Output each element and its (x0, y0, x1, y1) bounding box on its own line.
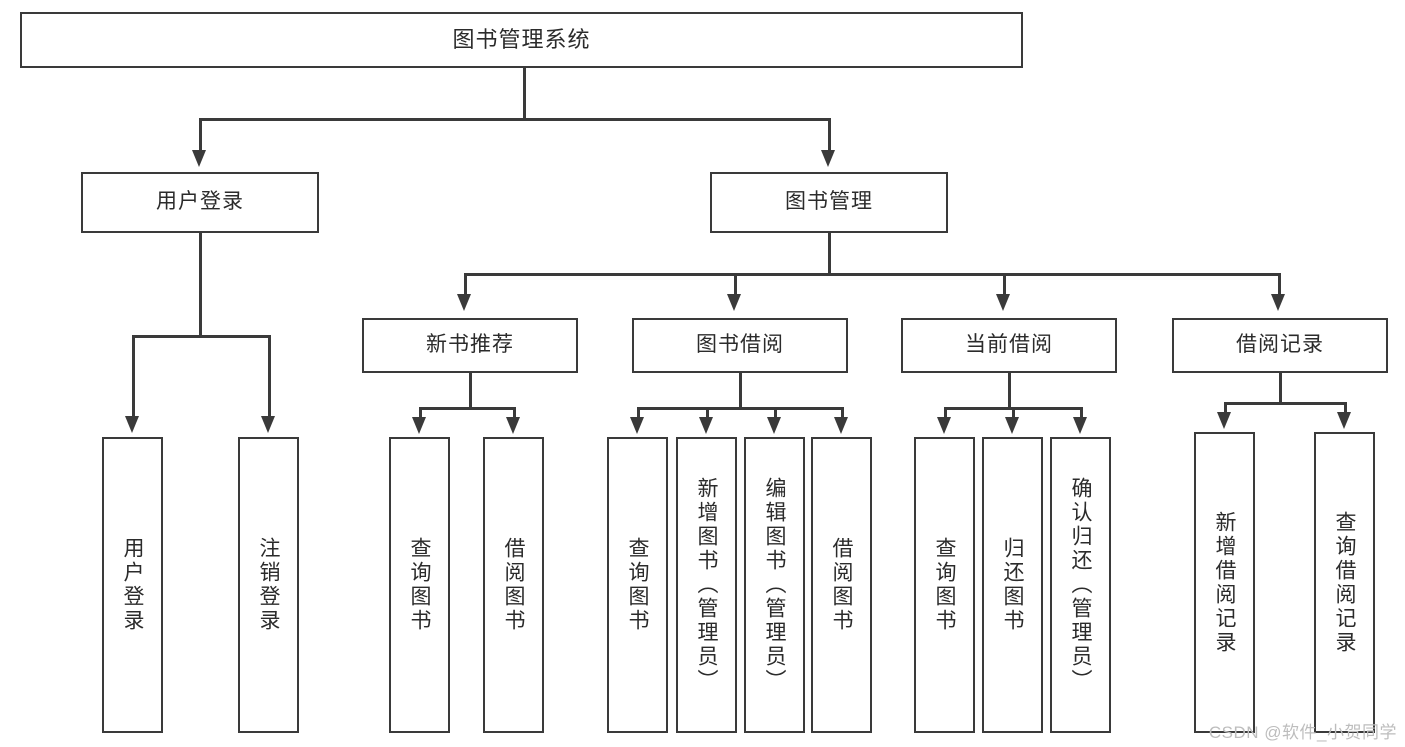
node-label: 编辑图书（管理员） (763, 477, 786, 693)
arrow-book-borrow-to-leaf-3 (767, 417, 781, 434)
node-label: 用户登录 (121, 537, 144, 633)
connector-new-book-to-leaf-1 (419, 407, 422, 421)
arrow-borrow-record-to-leaf-1 (1217, 412, 1231, 429)
node-user-login[interactable]: 用户登录 (81, 172, 319, 233)
leaf-borrow-record-query-record[interactable]: 查询借阅记录 (1314, 432, 1375, 733)
node-label: 图书管理系统 (452, 27, 591, 53)
node-borrow-record[interactable]: 借阅记录 (1172, 318, 1388, 373)
arrow-borrow-record-to-leaf-2 (1337, 412, 1351, 429)
leaf-current-borrow-query-book[interactable]: 查询图书 (914, 437, 975, 733)
connector-book-mgmt-to-current (1003, 273, 1006, 299)
connector-book-mgmt-to-borrow (734, 273, 737, 299)
arrow-root-to-book-mgmt (821, 150, 835, 167)
arrow-book-mgmt-to-current (996, 294, 1010, 311)
node-label: 查询借阅记录 (1333, 510, 1356, 655)
arrow-current-borrow-to-leaf-2 (1005, 417, 1019, 434)
node-label: 图书借阅 (696, 333, 784, 357)
node-label: 新增借阅记录 (1213, 510, 1236, 655)
node-label: 查询图书 (933, 537, 956, 633)
leaf-book-borrow-edit-book[interactable]: 编辑图书（管理员） (744, 437, 805, 733)
connector-book-borrow-to-leaf-1 (637, 407, 640, 421)
node-label: 借阅图书 (502, 537, 525, 633)
node-book-management[interactable]: 图书管理 (710, 172, 948, 233)
connector-current-borrow-stem (1008, 373, 1011, 407)
connector-current-borrow-to-leaf-3 (1080, 407, 1083, 421)
node-label: 借阅记录 (1236, 333, 1324, 357)
connector-current-borrow-to-leaf-2 (1012, 407, 1015, 421)
node-label: 确认归还（管理员） (1069, 477, 1092, 693)
node-new-book-recommend[interactable]: 新书推荐 (362, 318, 578, 373)
connector-user-login-stem (199, 233, 202, 335)
connector-current-borrow-to-leaf-1 (944, 407, 947, 421)
connector-root-to-user-login (199, 118, 202, 156)
node-current-borrow[interactable]: 当前借阅 (901, 318, 1117, 373)
arrow-book-borrow-to-leaf-1 (630, 417, 644, 434)
connector-book-mgmt-to-record (1278, 273, 1281, 299)
arrow-new-book-to-leaf-1 (412, 417, 426, 434)
connector-book-borrow-to-leaf-2 (706, 407, 709, 421)
arrow-user-login-to-leaf-2 (261, 416, 275, 433)
arrow-new-book-to-leaf-2 (506, 417, 520, 434)
arrow-book-mgmt-to-borrow (727, 294, 741, 311)
connector-user-login-bar (132, 335, 268, 338)
connector-new-book-stem (469, 373, 472, 407)
arrow-user-login-to-leaf-1 (125, 416, 139, 433)
leaf-new-book-borrow-book[interactable]: 借阅图书 (483, 437, 544, 733)
node-root-system[interactable]: 图书管理系统 (20, 12, 1023, 68)
leaf-book-borrow-borrow-book[interactable]: 借阅图书 (811, 437, 872, 733)
connector-book-borrow-stem (739, 373, 742, 407)
node-label: 注销登录 (257, 537, 280, 633)
leaf-book-borrow-add-book[interactable]: 新增图书（管理员） (676, 437, 737, 733)
connector-book-borrow-to-leaf-4 (841, 407, 844, 421)
connector-book-mgmt-bar (464, 273, 1280, 276)
connector-user-login-to-leaf-1 (132, 335, 135, 420)
connector-new-book-to-leaf-2 (513, 407, 516, 421)
connector-book-mgmt-stem (828, 233, 831, 273)
connector-book-mgmt-to-new-book (464, 273, 467, 299)
leaf-book-borrow-query-book[interactable]: 查询图书 (607, 437, 668, 733)
node-label: 新增图书（管理员） (695, 477, 718, 693)
connector-new-book-bar (419, 407, 516, 410)
connector-book-borrow-bar (637, 407, 844, 410)
node-label: 当前借阅 (965, 333, 1053, 357)
connector-root-to-book-mgmt (828, 118, 831, 156)
node-label: 查询图书 (408, 537, 431, 633)
connector-borrow-record-to-leaf-2 (1344, 402, 1347, 416)
connector-root-stem (523, 68, 526, 118)
connector-user-login-to-leaf-2 (268, 335, 271, 420)
connector-root-bar (199, 118, 831, 121)
arrow-root-to-user-login (192, 150, 206, 167)
arrow-book-mgmt-to-new-book (457, 294, 471, 311)
node-label: 用户登录 (156, 190, 244, 214)
leaf-new-book-query-book[interactable]: 查询图书 (389, 437, 450, 733)
leaf-current-borrow-confirm-return[interactable]: 确认归还（管理员） (1050, 437, 1111, 733)
node-label: 归还图书 (1001, 537, 1024, 633)
connector-borrow-record-bar (1224, 402, 1345, 405)
node-label: 图书管理 (785, 190, 873, 214)
node-label: 新书推荐 (426, 333, 514, 357)
connector-book-borrow-to-leaf-3 (774, 407, 777, 421)
leaf-user-login-login[interactable]: 用户登录 (102, 437, 163, 733)
leaf-user-login-logout[interactable]: 注销登录 (238, 437, 299, 733)
arrow-current-borrow-to-leaf-1 (937, 417, 951, 434)
arrow-book-borrow-to-leaf-4 (834, 417, 848, 434)
arrow-book-borrow-to-leaf-2 (699, 417, 713, 434)
node-label: 借阅图书 (830, 537, 853, 633)
arrow-current-borrow-to-leaf-3 (1073, 417, 1087, 434)
connector-borrow-record-to-leaf-1 (1224, 402, 1227, 416)
connector-borrow-record-stem (1279, 373, 1282, 402)
leaf-borrow-record-add-record[interactable]: 新增借阅记录 (1194, 432, 1255, 733)
node-label: 查询图书 (626, 537, 649, 633)
leaf-current-borrow-return-book[interactable]: 归还图书 (982, 437, 1043, 733)
node-book-borrow[interactable]: 图书借阅 (632, 318, 848, 373)
arrow-book-mgmt-to-record (1271, 294, 1285, 311)
